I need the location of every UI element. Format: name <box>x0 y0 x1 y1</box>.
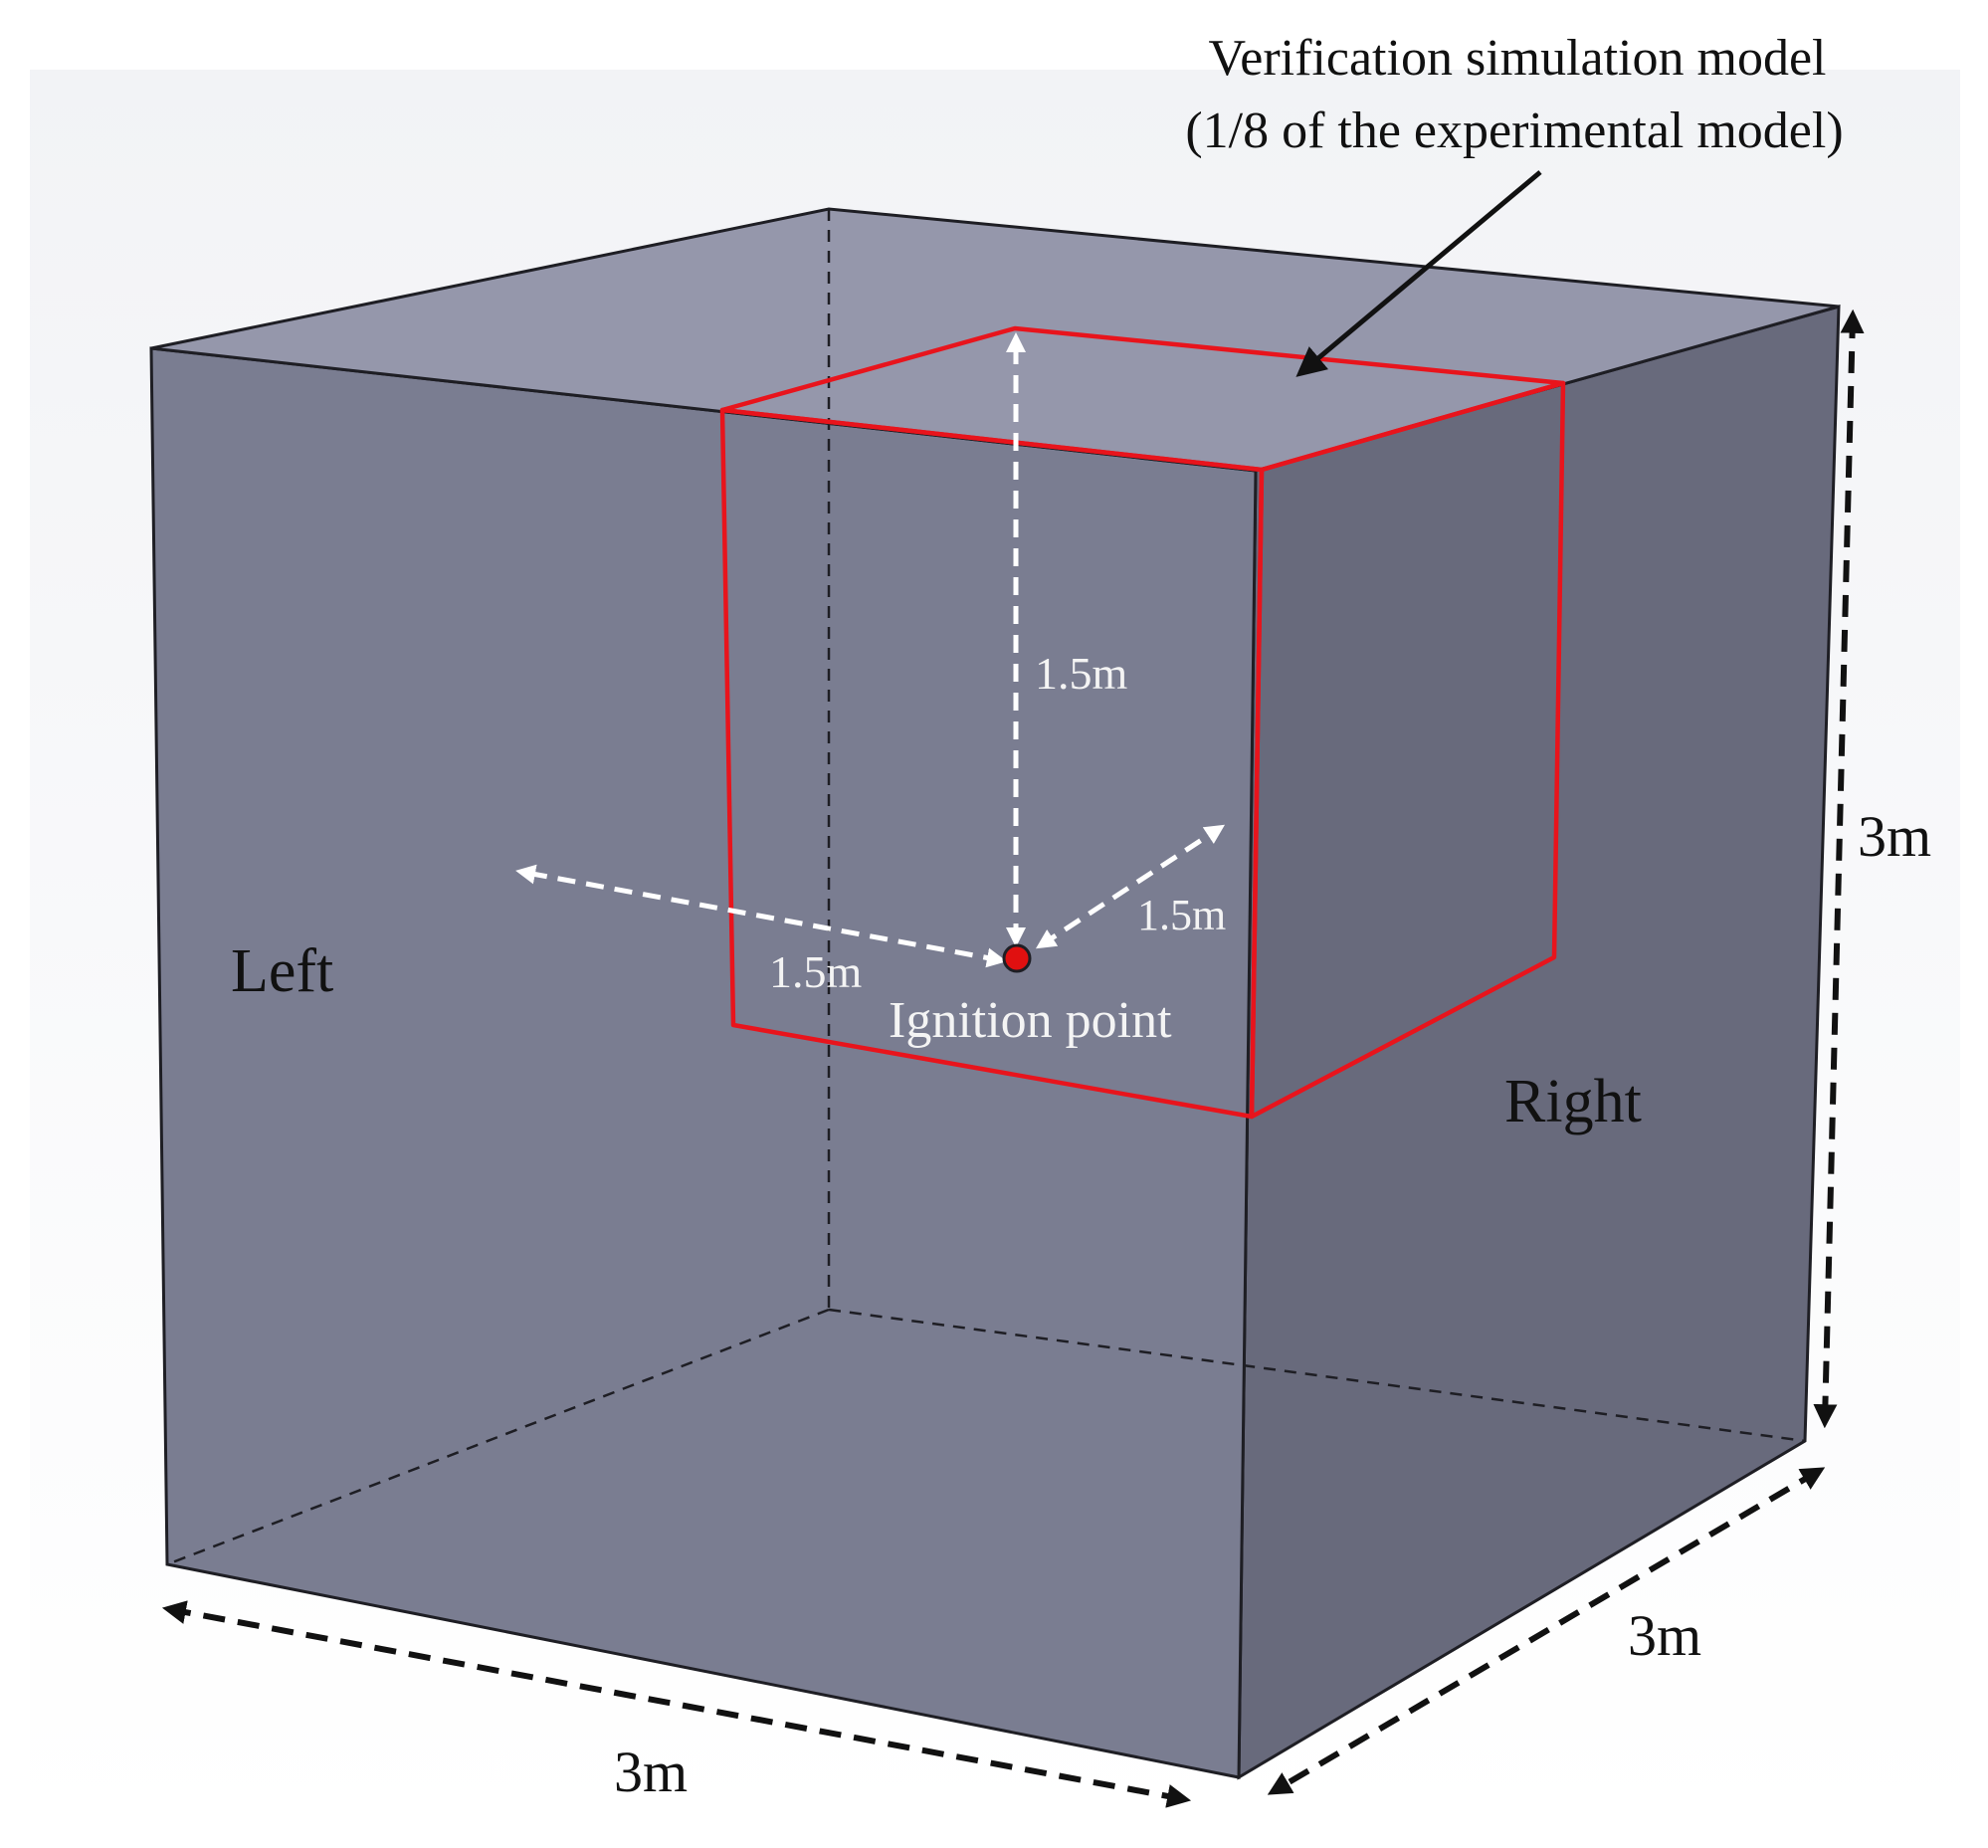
verification-model-box <box>719 325 1566 1120</box>
annotation-title-line1: Verification simulation model <box>1209 30 1827 87</box>
width-dimension-label: 3m <box>614 1740 688 1804</box>
arrow-left-1-5m <box>515 864 1007 968</box>
annotation-leader-arrow <box>1295 170 1542 377</box>
dimension-arrows <box>161 308 1865 1808</box>
ignition-point-label: Ignition point <box>889 992 1172 1049</box>
ignition-point-dot <box>1002 943 1032 973</box>
ignition-distance-arrows <box>515 332 1226 968</box>
height-dimension-label: 3m <box>1858 804 1931 869</box>
annotation-title-line2: (1/8 of the experimental model) <box>1185 103 1843 159</box>
face-label-right: Right <box>1504 1068 1642 1135</box>
depth-dimension-label: 3m <box>1628 1603 1701 1668</box>
depth-dimension-arrow <box>1267 1467 1826 1795</box>
distance-label-left: 1.5m <box>769 946 863 997</box>
cube-front-face <box>149 346 1258 1779</box>
arrow-back-1-5m <box>1035 824 1226 949</box>
distance-label-back: 1.5m <box>1137 891 1226 939</box>
height-dimension-arrow <box>1813 308 1865 1429</box>
distance-label-up: 1.5m <box>1035 648 1128 699</box>
face-label-left: Left <box>231 937 333 1005</box>
hidden-edges <box>166 209 1806 1566</box>
